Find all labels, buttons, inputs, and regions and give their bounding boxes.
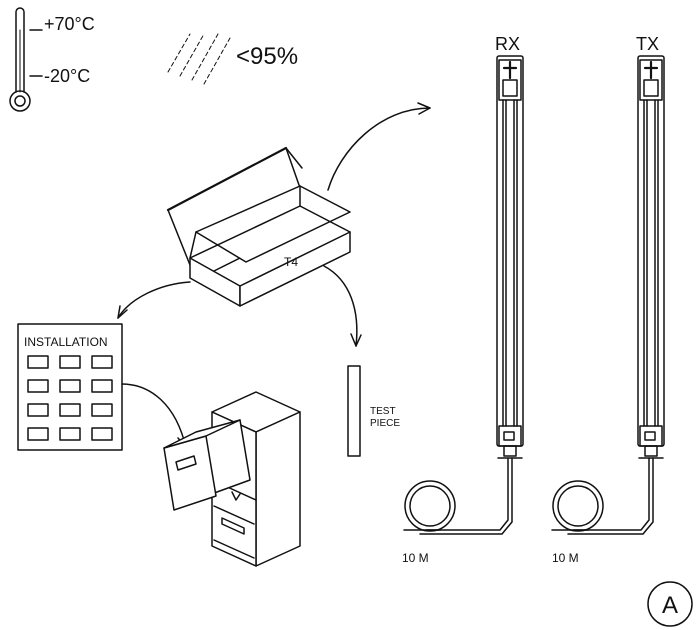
arrow-to-manual bbox=[117, 281, 191, 319]
thermometer-icon bbox=[9, 7, 43, 112]
figure-marker bbox=[647, 581, 693, 627]
filing-cabinet bbox=[163, 391, 301, 567]
humidity-label: <95% bbox=[236, 43, 298, 70]
transmitter-sensor bbox=[637, 55, 665, 459]
test-piece bbox=[347, 365, 361, 457]
temperature-min-label: -20°C bbox=[44, 66, 90, 86]
installation-manual bbox=[17, 323, 123, 451]
test-piece-label-1: TEST bbox=[370, 406, 396, 417]
humidity-hatch-icon bbox=[167, 33, 231, 85]
test-piece-label-2: PIECE bbox=[370, 418, 400, 429]
transmitter-cable bbox=[551, 457, 654, 535]
temperature-max-label: +70°C bbox=[44, 14, 95, 34]
arrow-to-cabinet bbox=[121, 383, 190, 449]
receiver-cable bbox=[403, 457, 513, 535]
package-box bbox=[166, 146, 351, 307]
transmitter-label: TX bbox=[636, 34, 659, 54]
package-label: T4 bbox=[284, 255, 298, 269]
receiver-sensor bbox=[496, 55, 524, 459]
receiver-label: RX bbox=[495, 34, 520, 54]
manual-title: INSTALLATION bbox=[24, 335, 108, 349]
arrow-to-sensors bbox=[327, 102, 431, 191]
arrow-to-test-piece bbox=[323, 265, 362, 347]
receiver-cable-length: 10 M bbox=[402, 551, 429, 565]
figure-marker-label: A bbox=[662, 592, 678, 619]
transmitter-cable-length: 10 M bbox=[552, 551, 579, 565]
